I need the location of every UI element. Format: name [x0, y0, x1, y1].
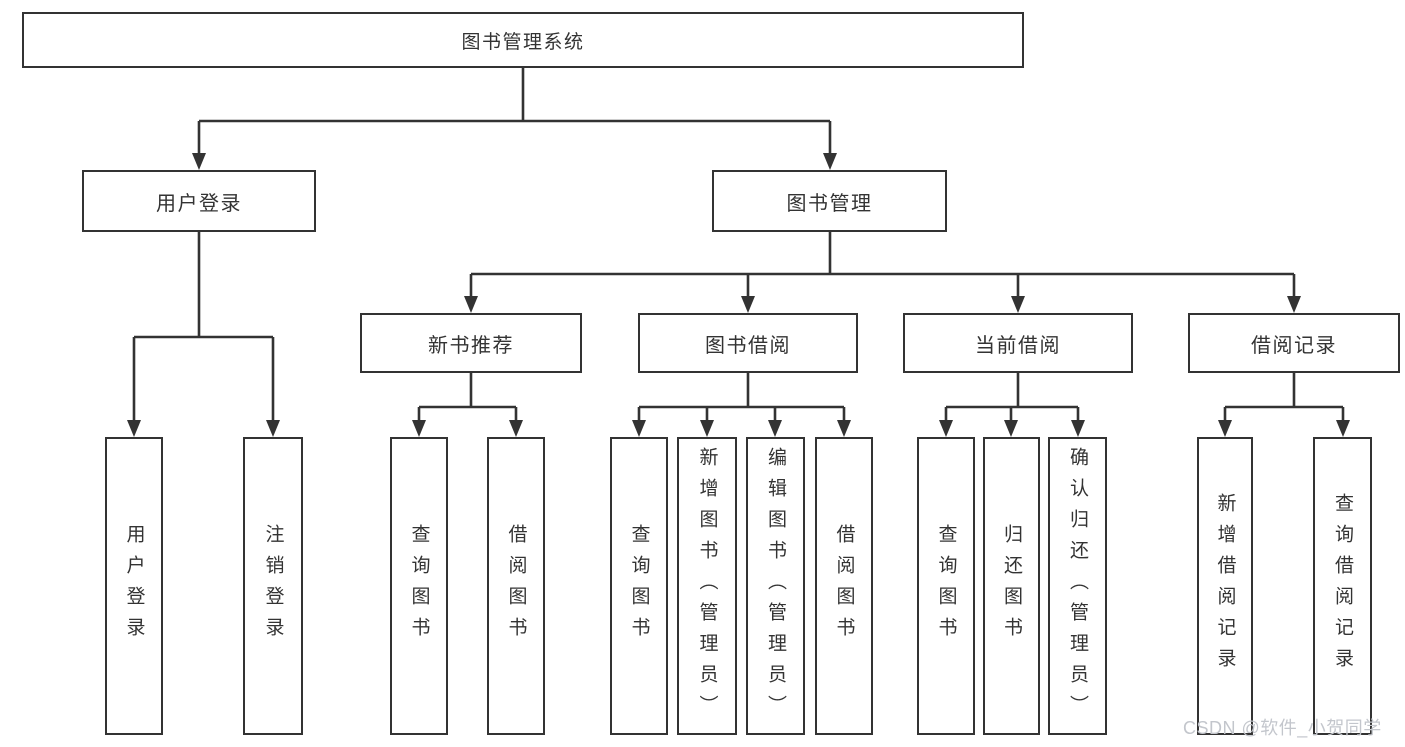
node-label: 用户登录 — [156, 192, 242, 215]
node-user-login: 用户登录 — [82, 170, 316, 232]
node-label: 查询图书 — [408, 524, 430, 648]
node-borrow-record: 借阅记录 — [1188, 313, 1400, 373]
node-label: 图书借阅 — [705, 334, 791, 357]
connector-root-to-level2 — [192, 68, 837, 170]
node-label: 借阅记录 — [1251, 334, 1337, 357]
node-label: 新增图书（管理员） — [696, 446, 718, 726]
node-library-system: 图书管理系统 — [22, 12, 1024, 68]
connector-current-borrow-children — [939, 373, 1085, 437]
node-label: 当前借阅 — [975, 334, 1061, 357]
node-leaf-query-book: 查询图书 — [610, 437, 668, 735]
node-label: 确认归还（管理员） — [1067, 446, 1088, 726]
node-leaf-borrow-book: 借阅图书 — [815, 437, 873, 735]
node-label: 查询借阅记录 — [1332, 493, 1353, 679]
node-label: 借阅图书 — [833, 524, 855, 648]
node-leaf-borrow-book: 借阅图书 — [487, 437, 545, 735]
csdn-watermark: CSDN @软件_小贺同学 — [1183, 718, 1382, 738]
node-label: 查询图书 — [628, 524, 650, 648]
node-label: 图书管理 — [786, 192, 873, 215]
connector-book-borrow-children — [632, 373, 851, 437]
node-book-management: 图书管理 — [712, 170, 947, 232]
node-book-borrow: 图书借阅 — [638, 313, 858, 373]
node-leaf-user-login: 用户登录 — [105, 437, 163, 735]
node-leaf-logout: 注销登录 — [243, 437, 303, 735]
node-leaf-return-book: 归还图书 — [983, 437, 1040, 735]
connector-new-book-children — [412, 373, 523, 437]
connector-book-mgmt-to-level3 — [464, 232, 1301, 313]
node-leaf-add-borrow-record: 新增借阅记录 — [1197, 437, 1253, 735]
node-label: 图书管理系统 — [461, 31, 585, 53]
node-leaf-query-book: 查询图书 — [390, 437, 448, 735]
connector-user-login-children — [127, 232, 280, 437]
node-leaf-query-borrow-record: 查询借阅记录 — [1313, 437, 1372, 735]
node-label: 编辑图书（管理员） — [765, 446, 786, 726]
node-label: 新增借阅记录 — [1214, 493, 1236, 679]
node-leaf-add-book-admin: 新增图书（管理员） — [677, 437, 737, 735]
node-label: 查询图书 — [935, 524, 957, 648]
node-leaf-edit-book-admin: 编辑图书（管理员） — [746, 437, 805, 735]
node-new-book-recommend: 新书推荐 — [360, 313, 582, 373]
node-label: 新书推荐 — [428, 334, 514, 357]
node-label: 用户登录 — [123, 524, 145, 648]
node-label: 归还图书 — [1001, 524, 1022, 648]
node-leaf-query-book: 查询图书 — [917, 437, 975, 735]
connector-borrow-record-children — [1218, 373, 1350, 437]
node-label: 注销登录 — [262, 524, 284, 648]
node-leaf-confirm-return-admin: 确认归还（管理员） — [1048, 437, 1107, 735]
node-label: 借阅图书 — [505, 524, 527, 648]
node-current-borrow: 当前借阅 — [903, 313, 1133, 373]
